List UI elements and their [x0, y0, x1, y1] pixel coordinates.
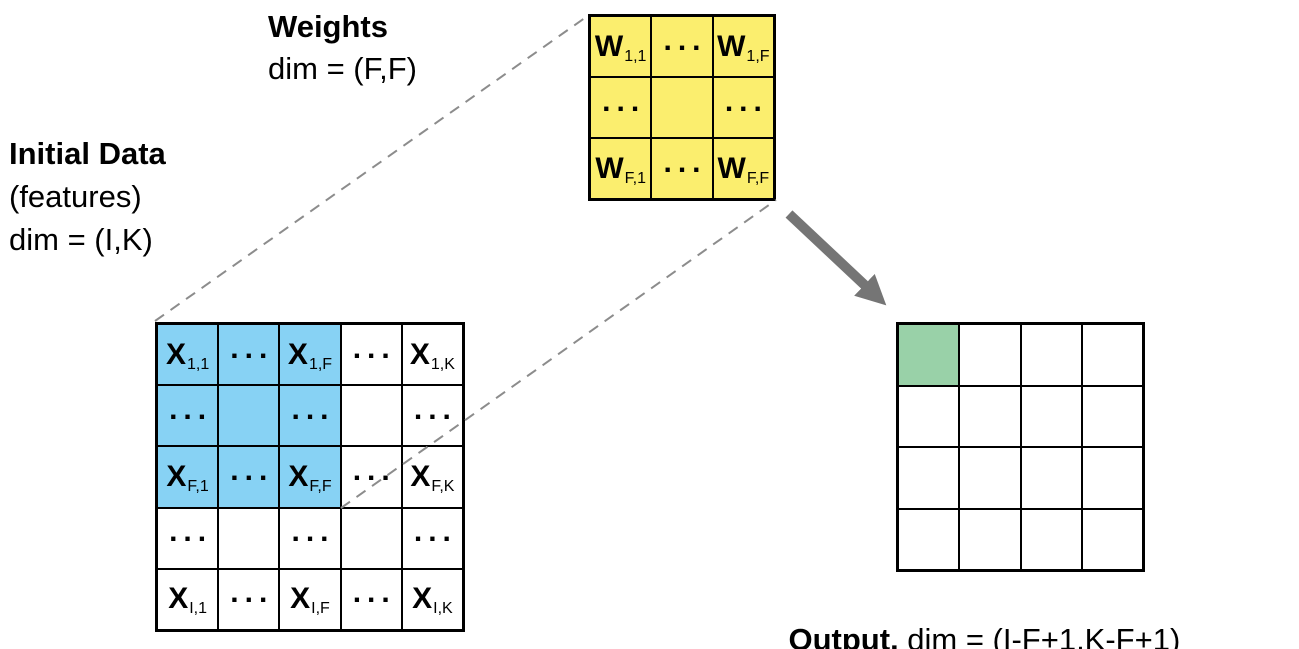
output-cell: [959, 324, 1021, 386]
output-cell: [1020, 447, 1082, 509]
initial-data-subtitle: (features): [9, 179, 142, 214]
weights-cell: ...: [590, 77, 652, 138]
output-cell: [1081, 508, 1143, 570]
weights-cell: [651, 77, 713, 138]
data-cell: ...: [340, 568, 402, 630]
data-cell: ...: [157, 385, 219, 447]
data-cell: ...: [340, 324, 402, 386]
output-dim: dim = (I-F+1,K-F+1): [898, 622, 1181, 649]
output-title: Output,: [788, 622, 899, 649]
data-cell: ...: [218, 324, 280, 386]
weights-cell: ...: [712, 77, 774, 138]
output-cell: [1081, 324, 1143, 386]
output-cell-highlighted: [898, 324, 960, 386]
output-cell: [898, 447, 960, 509]
data-cell: ...: [279, 507, 341, 569]
data-cell: ...: [157, 507, 219, 569]
output-cell: [1020, 508, 1082, 570]
data-cell: ...: [279, 385, 341, 447]
data-cell: ...: [401, 507, 463, 569]
initial-data-title: Initial Data: [9, 136, 166, 171]
weights-dim: dim = (F,F): [268, 51, 417, 86]
multiply-arrow: [785, 210, 887, 306]
output-cell: [959, 447, 1021, 509]
output-cell: [898, 508, 960, 570]
data-cell: ...: [218, 446, 280, 508]
weights-label: Weights dim = (F,F): [268, 6, 417, 90]
initial-data-dim: dim = (I,K): [9, 222, 153, 257]
output-cell: [959, 385, 1021, 447]
data-cell: ...: [218, 568, 280, 630]
output-cell: [1081, 385, 1143, 447]
output-cell: [959, 508, 1021, 570]
weights-title: Weights: [268, 9, 388, 44]
output-label: Output, dim = (I-F+1,K-F+1): [754, 586, 1180, 649]
data-cell: ...: [340, 446, 402, 508]
data-cell: [340, 385, 402, 447]
initial-data-label: Initial Data (features) dim = (I,K): [9, 132, 166, 261]
data-cell: [218, 385, 280, 447]
weights-cell: ...: [651, 138, 713, 199]
data-cell: ...: [401, 385, 463, 447]
data-cell: [340, 507, 402, 569]
output-matrix: [896, 322, 1145, 572]
data-cell: [218, 507, 280, 569]
output-cell: [1020, 324, 1082, 386]
output-cell: [1020, 385, 1082, 447]
weights-cell: ...: [651, 16, 713, 77]
output-cell: [898, 385, 960, 447]
output-cell: [1081, 447, 1143, 509]
